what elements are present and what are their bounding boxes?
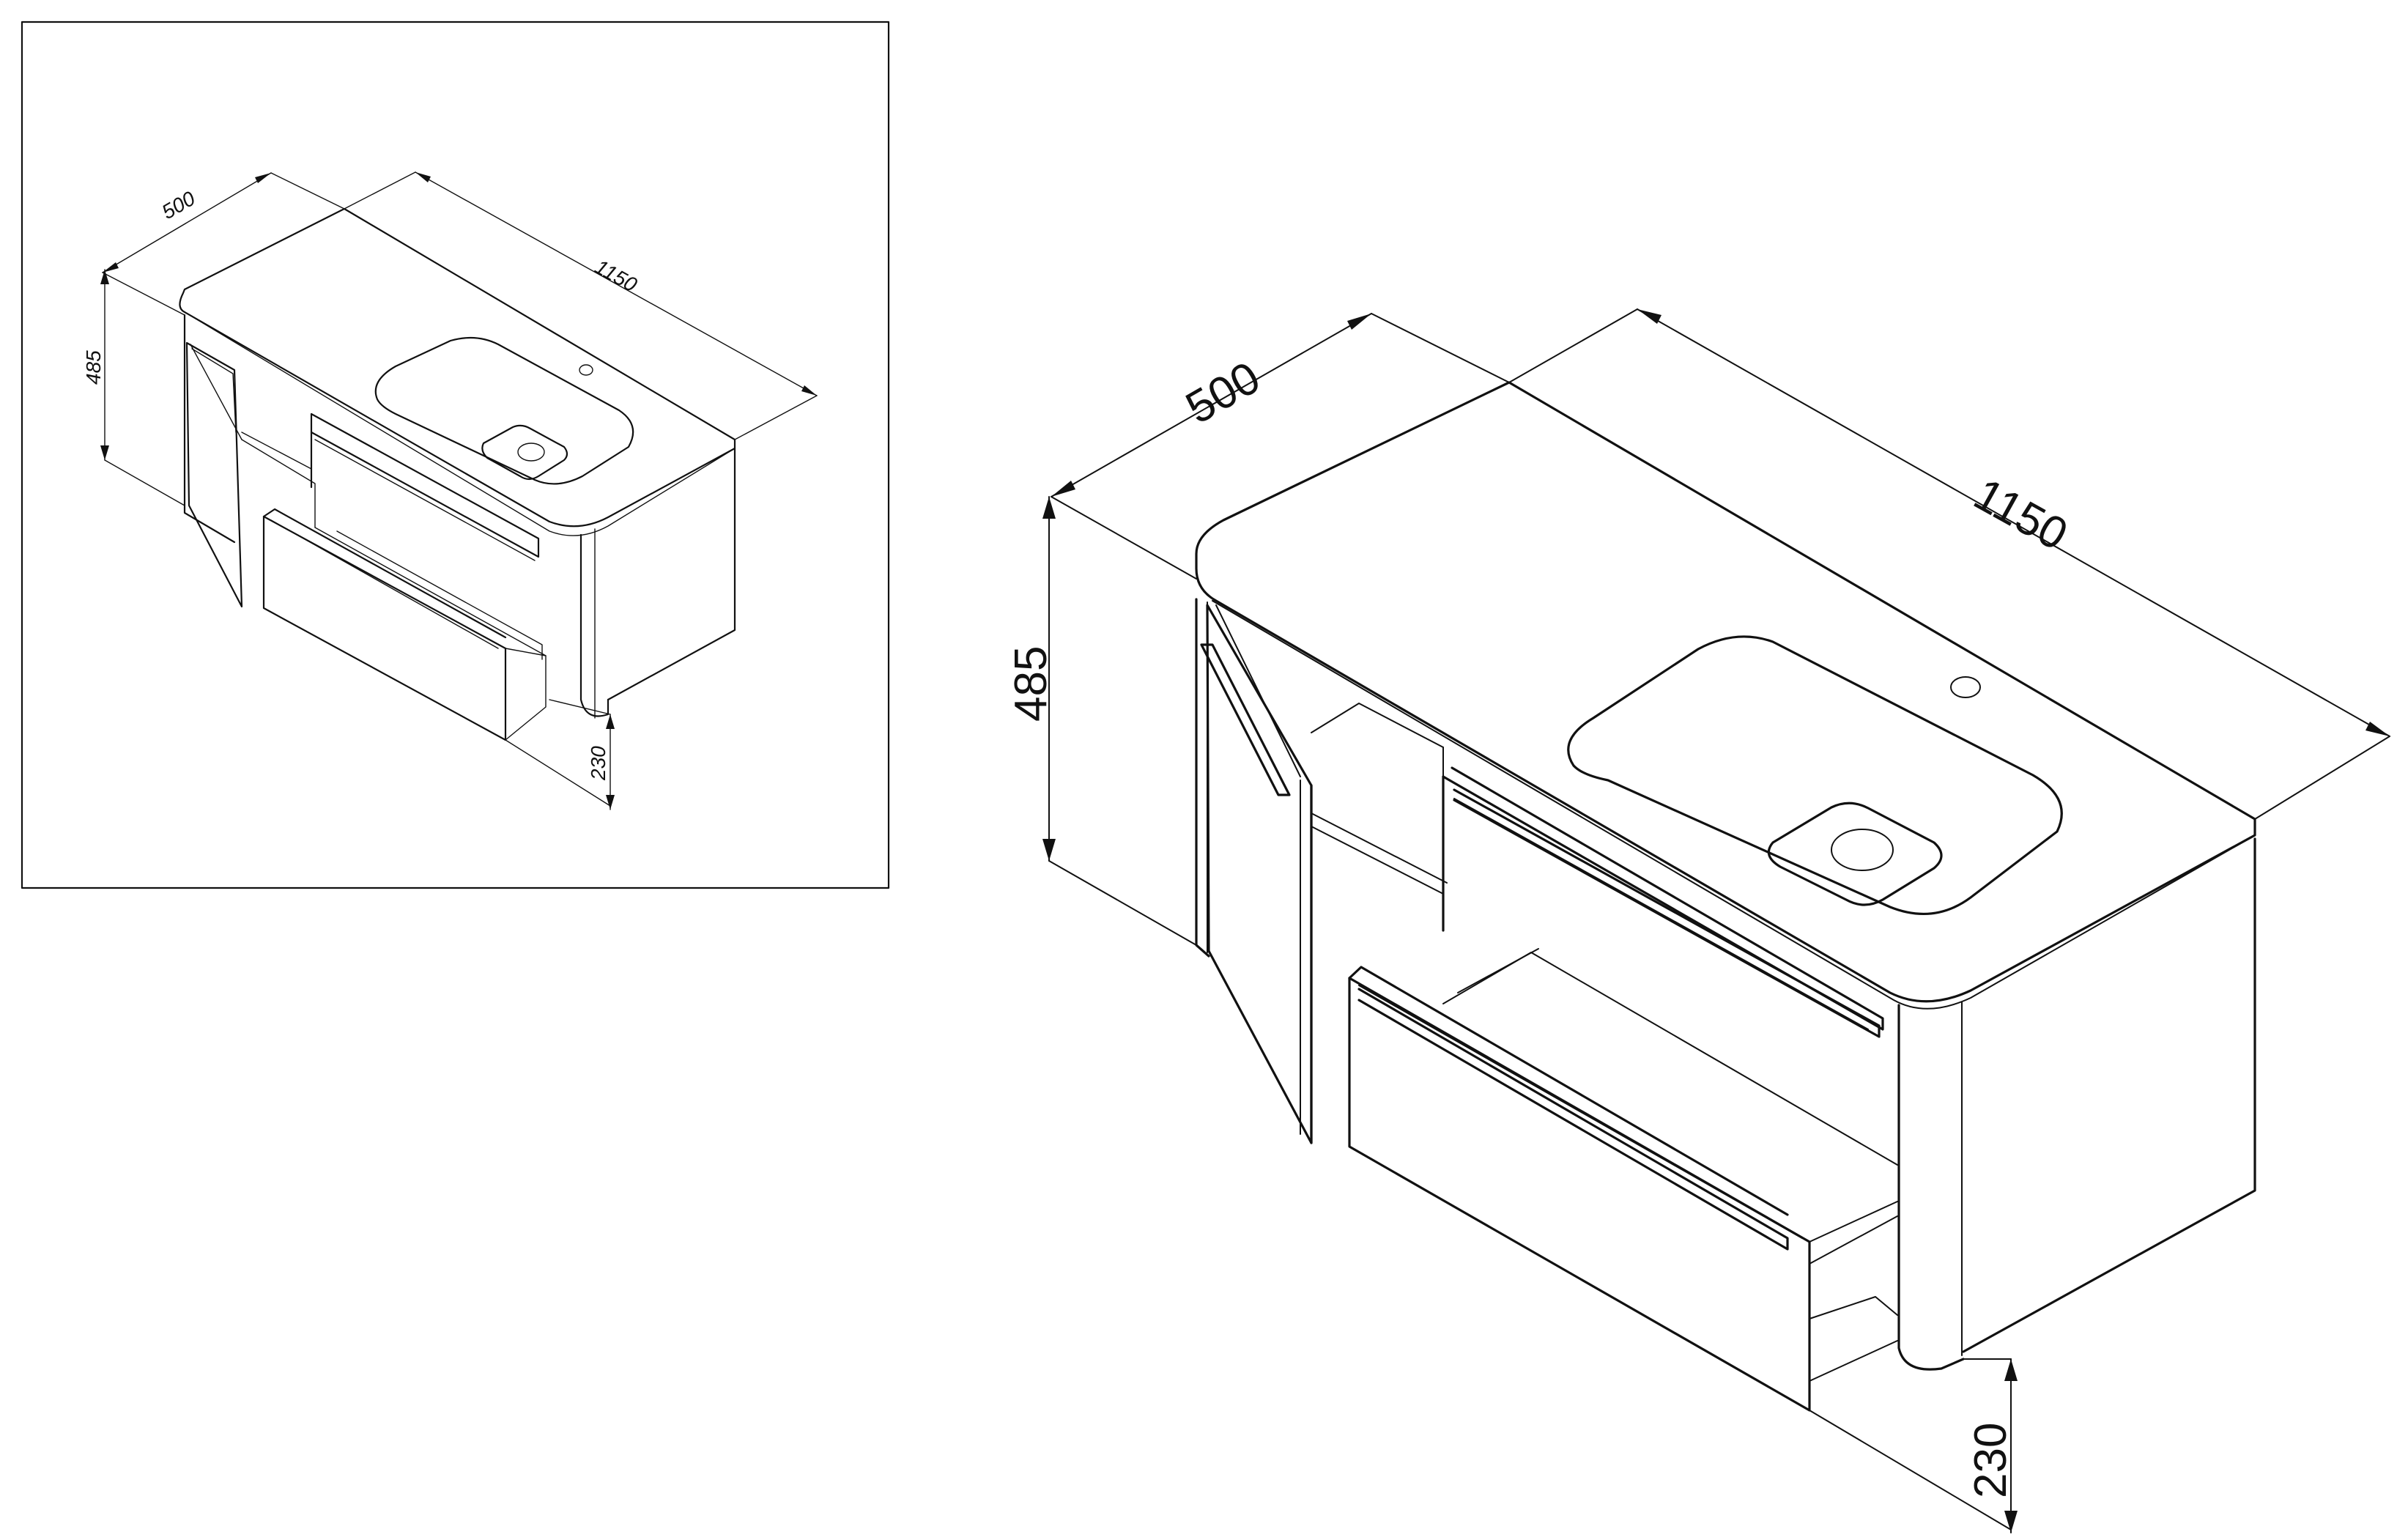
- thumb-lower-drawer: [262, 515, 507, 741]
- thumb-depth-label: 500: [158, 187, 199, 223]
- thumb-height-label: 485: [82, 350, 105, 385]
- thumb-clearance-label: 230: [587, 746, 610, 781]
- thumb-drain: [481, 424, 568, 481]
- main-drain-hole: [1831, 829, 1894, 871]
- main-dim-depth: 500: [1051, 313, 1510, 580]
- thumb-corner-post: [579, 533, 610, 717]
- main-drain: [1767, 802, 1943, 906]
- thumb-door: [185, 341, 243, 608]
- main-cabinet-right-side: [1962, 837, 2256, 1353]
- thumb-cabinet-right-side: [607, 447, 736, 701]
- main-width-label: 1150: [1966, 469, 2075, 560]
- thumb-basin: [374, 336, 634, 485]
- thumb-dim-height: 485: [82, 269, 185, 506]
- thumbnail-frame: [21, 21, 890, 889]
- thumb-dim-depth: 500: [102, 172, 345, 316]
- main-door-handle: [1200, 643, 1291, 796]
- thumb-width-label: 1150: [591, 255, 641, 297]
- main-depth-label: 500: [1178, 352, 1269, 434]
- main-countertop: [1195, 381, 2256, 1003]
- thumb-countertop: [179, 207, 736, 527]
- thumb-cabinet-front-left: [183, 314, 236, 544]
- main-corner-post: [1897, 1004, 1965, 1371]
- main-upper-drawer-handle: [1453, 788, 1881, 1038]
- thumb-dim-clearance: 230: [505, 699, 615, 810]
- thumb-dim-width: 1150: [344, 171, 818, 440]
- main-basin: [1567, 635, 2063, 916]
- main-dim-width: 1150: [1508, 308, 2390, 820]
- main-height-label: 485: [1006, 646, 1056, 722]
- main-upper-drawer: [1442, 766, 1884, 1031]
- main-tap-hole: [1950, 676, 1981, 698]
- main-dim-clearance: 230: [1809, 1358, 2018, 1533]
- main-lower-drawer-handle: [1357, 988, 1789, 1251]
- thumbnail-view: 500 1150 485 230: [21, 21, 890, 889]
- thumb-upper-drawer: [310, 412, 540, 558]
- main-clearance-label: 230: [1966, 1423, 2016, 1498]
- thumb-tap-hole: [579, 364, 593, 376]
- main-dim-height: 485: [1006, 496, 1197, 946]
- thumb-drain-hole: [517, 443, 545, 462]
- main-view: 500 1150 485 230: [1006, 308, 2390, 1533]
- main-lower-drawer: [1348, 977, 1811, 1412]
